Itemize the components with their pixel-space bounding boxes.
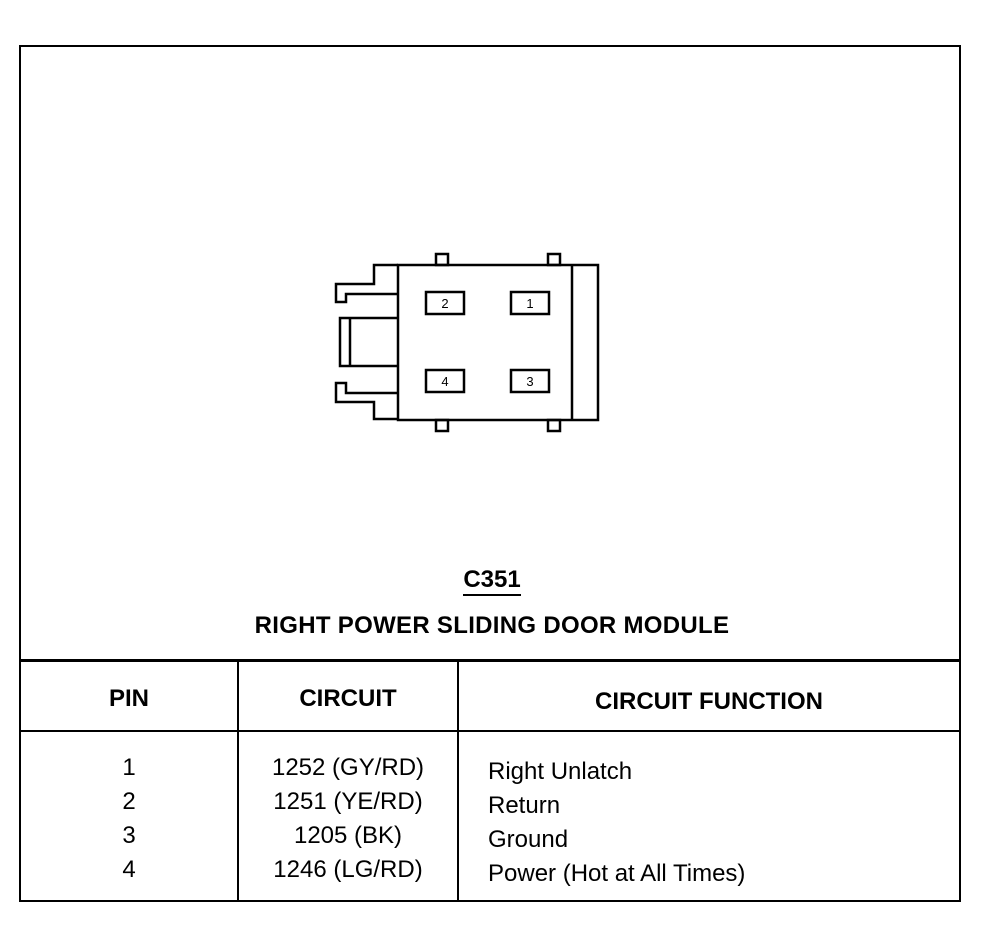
connector-tab <box>546 252 562 267</box>
column-divider <box>237 661 239 901</box>
column-divider <box>457 661 459 901</box>
pin-cavity-3 <box>509 368 551 394</box>
table-cell-function: Power (Hot at All Times) <box>488 860 746 887</box>
circuit-column: 1252 (GY/RD) 1251 (YE/RD) 1205 (BK) 1246… <box>238 751 458 887</box>
pin-label: 1 <box>526 296 533 311</box>
header-circuit: CIRCUIT <box>299 685 397 712</box>
connector-tab <box>434 252 450 267</box>
connector-tab <box>434 418 450 433</box>
table-cell-function: Right Unlatch <box>488 758 633 785</box>
table-cell-circuit: 1252 (GY/RD) <box>271 754 425 781</box>
table-cell-pin: 3 <box>122 822 136 849</box>
table-cell-circuit: 1246 (LG/RD) <box>273 856 423 883</box>
header-rule <box>20 730 960 732</box>
pin-cavity-2 <box>424 290 466 316</box>
connector-id: C351 <box>0 566 984 596</box>
diagram-frame <box>19 45 961 902</box>
table-cell-circuit: 1251 (YE/RD) <box>273 788 423 815</box>
pin-label: 3 <box>526 374 533 389</box>
header-pin: PIN <box>108 685 149 712</box>
table-cell-pin: 4 <box>122 856 136 883</box>
connector-name: RIGHT POWER SLIDING DOOR MODULE <box>254 612 730 639</box>
connector-latch <box>334 381 398 421</box>
pin-cavity-4 <box>424 368 466 394</box>
table-top-rule <box>20 659 960 662</box>
table-cell-function: Return <box>488 792 561 819</box>
connector-body <box>396 263 600 422</box>
pin-label: 4 <box>441 374 448 389</box>
table-cell-circuit: 1205 (BK) <box>293 822 403 849</box>
connector-latch <box>334 263 398 304</box>
pin-cavity-1 <box>509 290 551 316</box>
function-column: Right Unlatch Return Ground Power (Hot a… <box>488 755 948 891</box>
table-cell-pin: 2 <box>122 788 136 815</box>
table-cell-function: Ground <box>488 826 569 853</box>
connector-lock <box>338 316 398 368</box>
pin-label: 2 <box>441 296 448 311</box>
header-circuit-function: CIRCUIT FUNCTION <box>595 688 823 715</box>
connector-tab <box>546 418 562 433</box>
pin-column: 1 2 3 4 <box>20 751 238 887</box>
table-cell-pin: 1 <box>122 754 136 781</box>
